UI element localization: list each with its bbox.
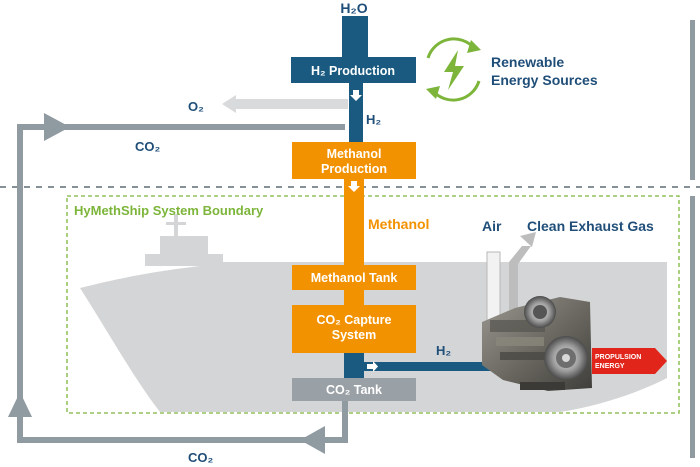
co2-tank-label: CO₂ Tank [326,383,382,397]
h2-label-bottom: H₂ [436,343,451,358]
co2-capture-box [292,305,416,353]
h2-label-top: H₂ [366,112,381,127]
co2-label-top: CO₂ [135,139,161,154]
system-boundary [66,195,680,414]
exhaust-arrow [520,232,536,247]
methanol-flow-arrow [348,181,360,192]
co2-capture-label-line1: CO₂ Capture [316,313,391,327]
propulsion-label-line1: PROPULSION [595,354,641,361]
exhaust-label: Clean Exhaust Gas [527,218,654,234]
h2-engine-link [344,353,364,378]
methanol-production-box [292,142,416,179]
h2-flow-arrow [350,90,362,101]
propulsion-label-line2: ENERGY [595,363,625,370]
o2-flow-line [236,99,348,109]
ship-mast [174,214,178,238]
h2-engine-arrow [367,361,378,372]
right-edge-bar-bottom [690,196,695,458]
o2-label: O₂ [188,99,204,114]
co2-arrow-top [44,113,70,141]
exhaust-duct [509,246,531,318]
air-label: Air [482,218,502,234]
propulsion-arrow [592,348,667,374]
h2-engine-line [364,362,502,371]
co2-arrow-left [8,392,32,417]
methanol-production-label-line1: Methanol [327,147,382,161]
methanol-production-label-line2: Production [321,162,387,176]
methanol-tank-label: Methanol Tank [311,271,398,285]
renewable-label-line1: Renewable [491,54,564,70]
right-edge-bar-top [690,20,695,180]
renewable-label-line2: Energy Sources [491,72,598,88]
co2-tank-box [292,378,416,401]
engine-image [482,296,592,391]
methanol-tank-box [292,265,416,290]
co2-loop-line [17,124,348,443]
o2-arrow [222,95,236,113]
co2-arrow-bottom [300,426,325,454]
h2-flow-line [349,83,363,143]
system-boundary-label: HyMethShip System Boundary [74,203,264,218]
h2-production-box [291,57,416,83]
air-duct [486,251,501,325]
ship-mast-bar [166,222,186,225]
methanol-label: Methanol [368,216,429,232]
co2-label-bottom: CO₂ [188,450,214,465]
methanol-tank-link [344,290,364,305]
water-label: H₂O [340,0,367,16]
co2-capture-label-line2: System [332,328,376,342]
h2-production-label: H₂ Production [311,64,395,78]
ship-bridge-deck [145,254,223,266]
renewable-energy-icon [426,37,481,102]
methanol-flow-line [344,179,364,265]
